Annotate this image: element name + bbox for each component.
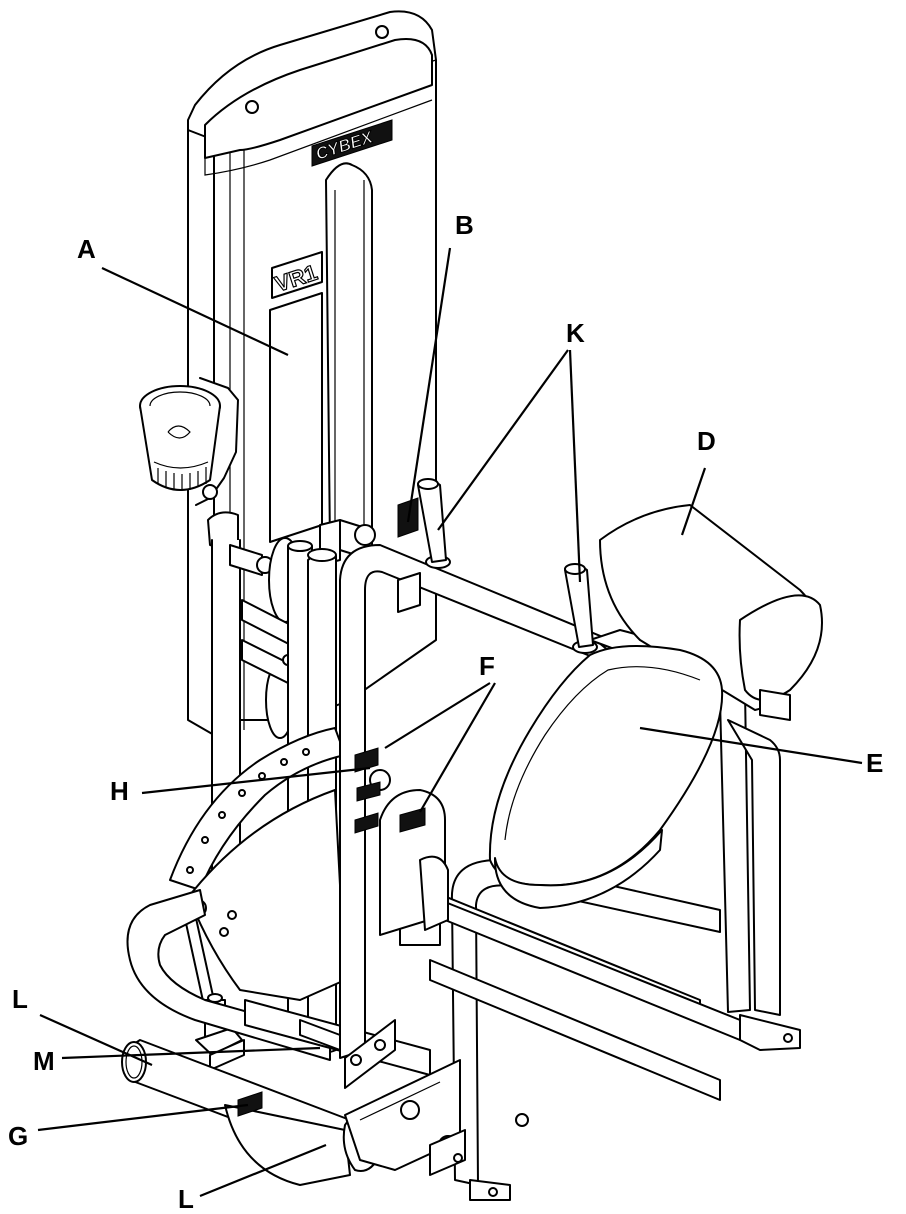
seat-pad	[488, 645, 724, 909]
callout-E: E	[866, 748, 883, 778]
callout-B: B	[455, 210, 474, 240]
brand-logo: CYBEX	[311, 119, 393, 167]
pivot-assembly	[299, 747, 466, 1176]
leader-K1	[437, 349, 569, 531]
leader-F2	[419, 682, 496, 813]
leader-K2	[568, 349, 582, 583]
callout-M: M	[33, 1046, 55, 1076]
callout-K: K	[566, 318, 585, 348]
leader-lines	[37, 247, 863, 1198]
back-pad	[599, 504, 823, 721]
leader-F1	[384, 682, 491, 749]
range-of-motion-arc	[169, 727, 346, 1001]
leader-H	[141, 766, 371, 795]
callout-F: F	[479, 651, 495, 681]
leader-A	[101, 267, 289, 356]
callout-H: H	[110, 776, 129, 806]
leader-G	[37, 1103, 249, 1132]
callout-labels: A B K D F E H L M G L	[8, 210, 883, 1214]
leader-E	[639, 726, 863, 765]
instruction-placard	[269, 292, 323, 543]
leader-L2	[199, 1143, 327, 1198]
leader-D	[680, 467, 707, 536]
foot-roller-pad	[121, 1039, 383, 1186]
cup-holder	[139, 377, 239, 506]
leader-L1	[39, 1013, 153, 1067]
weight-stack-window	[325, 162, 373, 546]
callout-D: D	[697, 426, 716, 456]
callout-G: G	[8, 1121, 28, 1151]
callout-A: A	[77, 234, 96, 264]
callout-L-top: L	[12, 984, 28, 1014]
leader-B	[406, 247, 452, 523]
leader-M	[61, 1046, 321, 1060]
handle-posts	[417, 478, 598, 654]
callout-L-bottom: L	[178, 1184, 194, 1214]
